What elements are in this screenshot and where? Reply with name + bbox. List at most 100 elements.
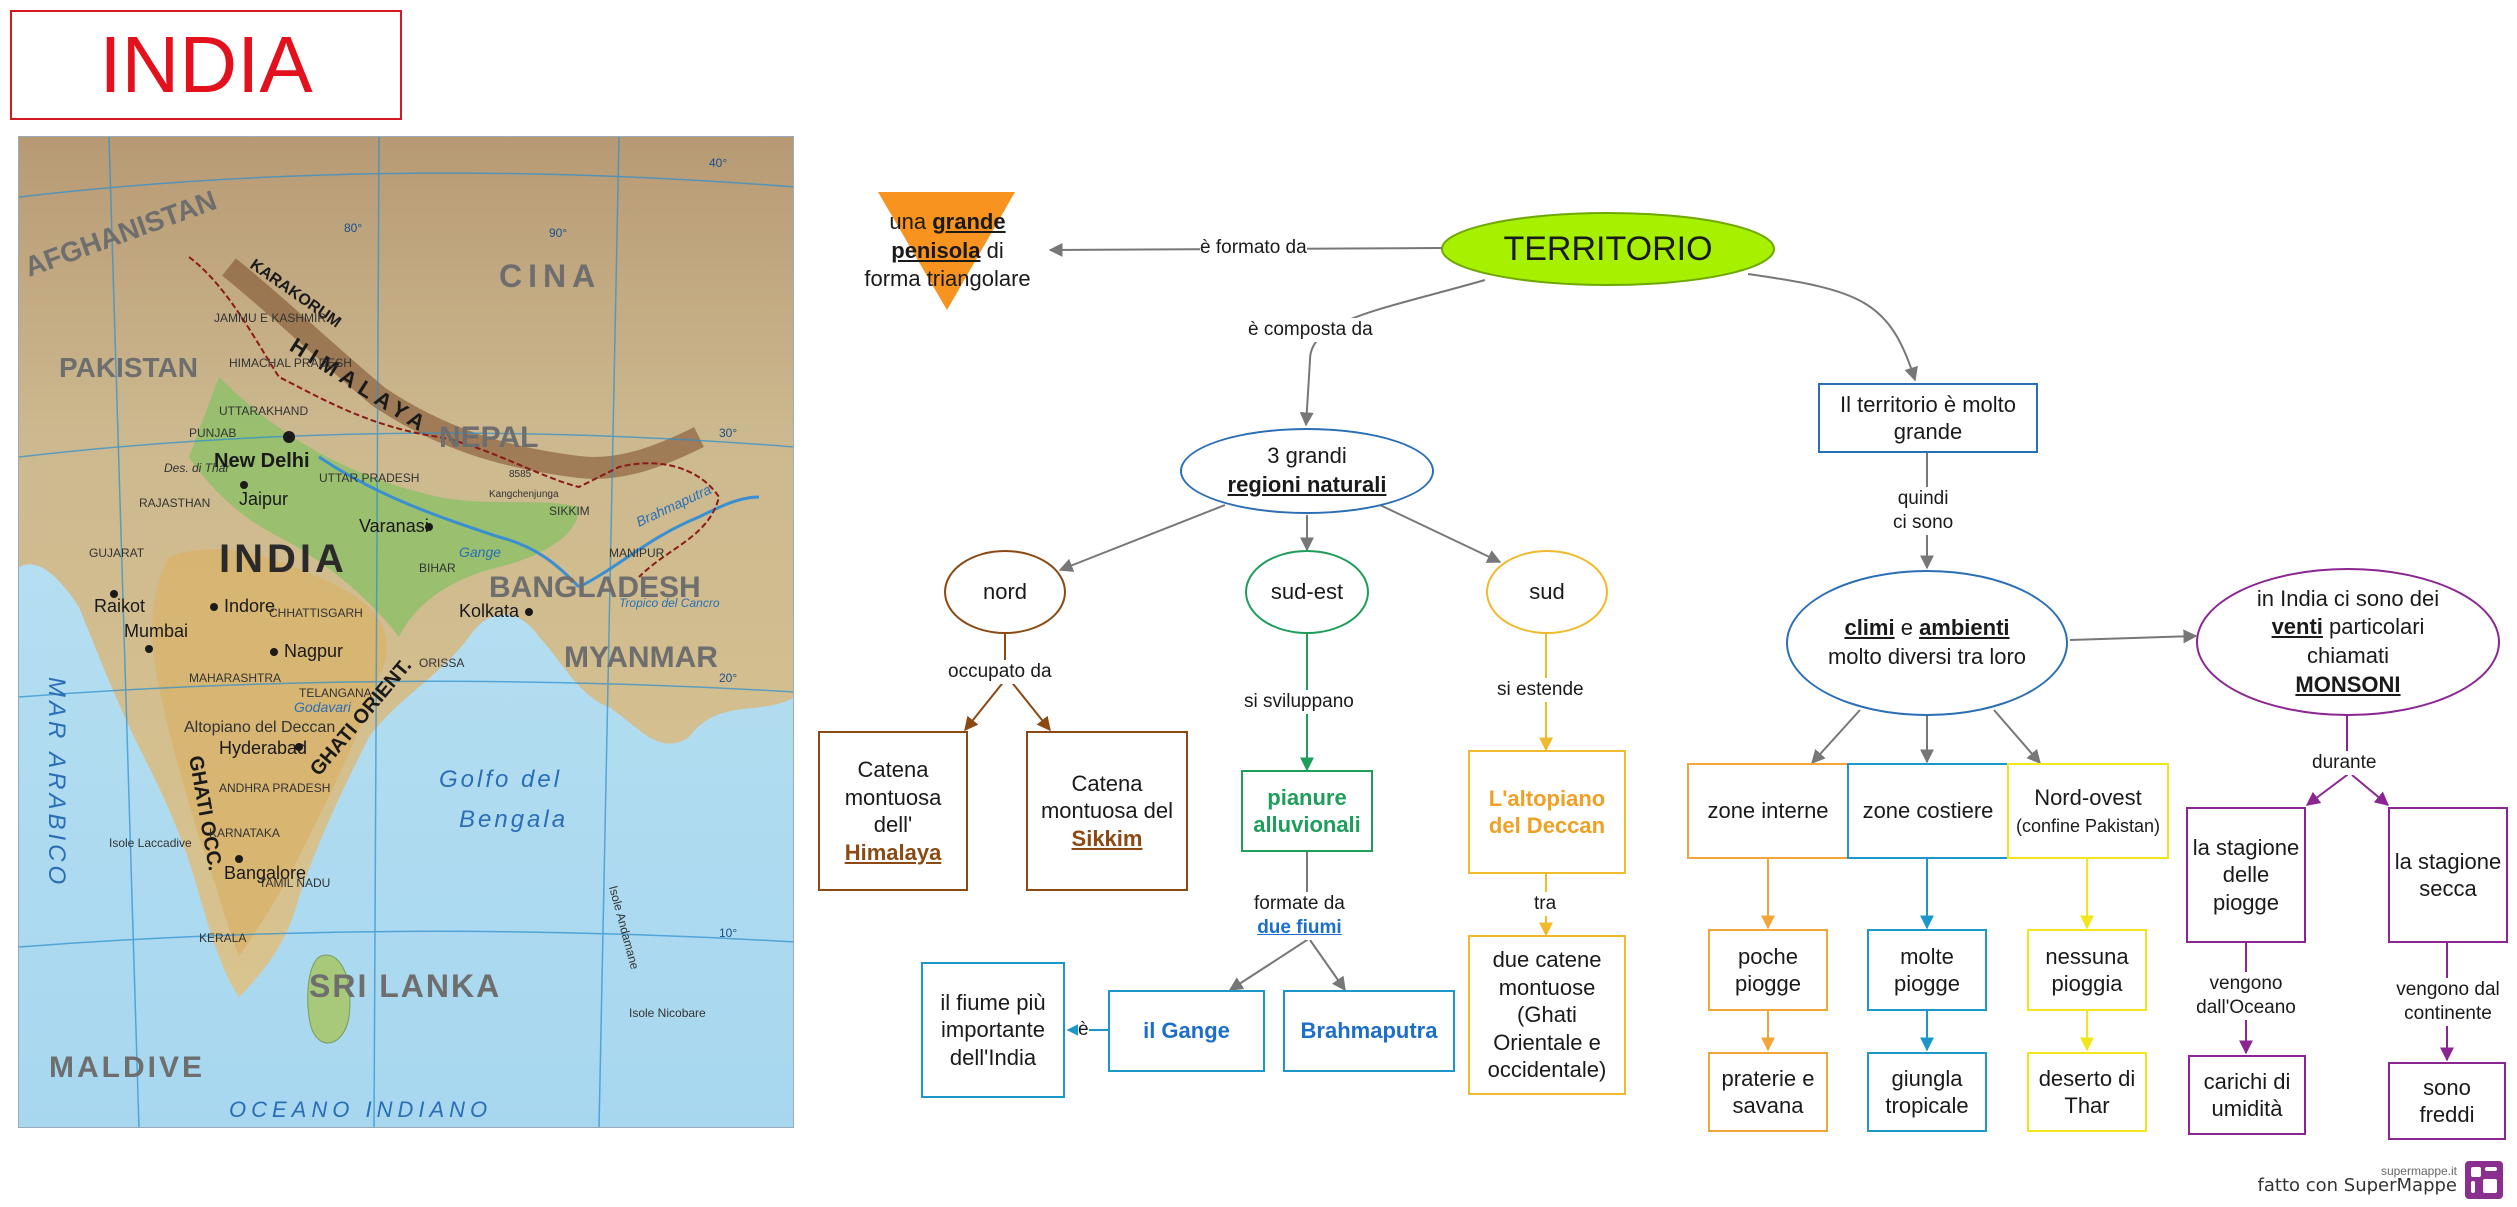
map-river-gange: Gange xyxy=(459,544,501,560)
graticule xyxy=(19,137,793,1127)
node-himalaya: Catena montuosa dell'Himalaya xyxy=(818,731,968,891)
node-praterie-savana: praterie e savana xyxy=(1708,1052,1828,1132)
map-city-hyderabad: Hyderabad xyxy=(219,738,307,758)
map-label-tamilnadu: TAMIL NADU xyxy=(259,876,330,890)
node-nord-ovest: Nord-ovest(confine Pakistan) xyxy=(2007,763,2169,859)
link-durante: durante xyxy=(2312,751,2377,775)
map-water-bengala: Bengala xyxy=(459,806,568,833)
node-deserto-thar: deserto di Thar xyxy=(2027,1052,2147,1132)
map-label-sri-lanka: SRI LANKA xyxy=(309,968,501,1004)
map-label-8585: 8585 xyxy=(509,469,532,480)
map-label-karnataka: KARNATAKA xyxy=(209,826,280,840)
map-water-golfo: Golfo del xyxy=(439,766,562,793)
city-dot-newdelhi xyxy=(283,431,295,443)
node-nessuna-pioggia: nessuna pioggia xyxy=(2027,929,2147,1011)
footer-credit[interactable]: supermappe.it fatto con SuperMappe xyxy=(2258,1161,2503,1199)
map-label-bihar: BIHAR xyxy=(419,561,456,575)
link-composta-da: è composta da xyxy=(1248,318,1373,342)
link-si-estende: si estende xyxy=(1497,678,1584,702)
supermappe-logo-icon xyxy=(2465,1161,2503,1199)
map-label-uttarakhand: UTTARAKHAND xyxy=(219,404,308,418)
node-fiume-importante: il fiume più importante dell'India xyxy=(921,962,1065,1098)
map-city-nagpur: Nagpur xyxy=(284,641,343,661)
map-label-india: INDIA xyxy=(219,537,348,581)
node-deccan: L'altopiano del Deccan xyxy=(1468,750,1626,874)
map-degree-10: 10° xyxy=(719,926,737,940)
brahmaputra-river xyxy=(578,495,760,589)
map-label-hp: HIMACHAL PRADESH xyxy=(229,356,352,370)
map-label-pakistan: PAKISTAN xyxy=(59,352,198,383)
node-sud-est: sud-est xyxy=(1245,550,1369,634)
map-water-oceano: OCEANO INDIANO xyxy=(229,1097,492,1122)
map-label-nepal: NEPAL xyxy=(439,421,538,454)
map-city-raikot: Raikot xyxy=(94,596,145,616)
footer-text: fatto con SuperMappe xyxy=(2257,1175,2457,1196)
map-label-laccadive: Isole Laccadive xyxy=(109,836,192,850)
map-label-kangchenjunga: Kangchenjunga xyxy=(489,489,559,500)
map-label-cina: CINA xyxy=(499,258,601,294)
node-zone-interne: zone interne xyxy=(1687,763,1849,859)
india-border xyxy=(188,256,721,578)
node-pianure-alluvionali: pianure alluvionali xyxy=(1241,770,1373,852)
node-zone-costiere: zone costiere xyxy=(1847,763,2009,859)
link-vengono-continente: vengono dal continente xyxy=(2380,978,2516,1026)
map-label-thar: Des. di Thar xyxy=(164,461,230,475)
map-degree-20: 20° xyxy=(719,671,737,685)
map-label-punjab: PUNJAB xyxy=(189,426,236,440)
node-territorio: TERRITORIO xyxy=(1503,229,1713,268)
map-label-maharashtra: MAHARASHTRA xyxy=(189,671,281,685)
node-catene-ghati: due catene montuose (Ghati Orientale e o… xyxy=(1468,935,1626,1095)
node-giungla-tropicale: giungla tropicale xyxy=(1867,1052,1987,1132)
map-label-chhattisgarh: CHHATTISGARH xyxy=(269,606,363,620)
map-label-myanmar: MYANMAR xyxy=(564,641,718,674)
map-city-kolkata: Kolkata xyxy=(459,601,520,621)
map-label-telangana: TELANGANA xyxy=(299,686,372,700)
node-monsoni: in India ci sono dei venti particolari c… xyxy=(2196,568,2500,716)
map-water-mar-arabico: MAR ARABICO xyxy=(43,677,70,888)
map-city-indore: Indore xyxy=(224,596,275,616)
india-physical-map: AFGHANISTAN PAKISTAN CINA NEPAL BANGLADE… xyxy=(18,136,794,1128)
map-label-gujarat: GUJARAT xyxy=(89,546,145,560)
city-dot-mumbai xyxy=(145,645,153,653)
node-peninsula: una grande penisola di forma triangolare xyxy=(864,209,1031,292)
node-poche-piogge: poche piogge xyxy=(1708,929,1828,1011)
map-city-newdelhi: New Delhi xyxy=(214,450,310,472)
map-river-godavari: Godavari xyxy=(294,699,352,715)
map-label-tropico: Tropico del Cancro xyxy=(619,596,720,610)
map-label-maldive: MALDIVE xyxy=(49,1051,205,1084)
map-label-orissa: ORISSA xyxy=(419,656,464,670)
node-carichi-umidita: carichi di umidità xyxy=(2188,1055,2306,1135)
map-city-jaipur: Jaipur xyxy=(239,489,288,509)
map-degree-40: 40° xyxy=(709,156,727,170)
map-degree-30: 30° xyxy=(719,426,737,440)
node-stagione-piogge: la stagione delle piogge xyxy=(2186,807,2306,943)
node-gange: il Gange xyxy=(1108,990,1265,1072)
node-molte-piogge: molte piogge xyxy=(1867,929,1987,1011)
sri-lanka-island xyxy=(307,954,351,1044)
map-label-kerala: KERALA xyxy=(199,931,246,945)
node-sud: sud xyxy=(1486,550,1608,634)
gange-river xyxy=(318,455,581,589)
node-territorio-grande: Il territorio è molto grande xyxy=(1818,383,2038,453)
map-label-andhra: ANDHRA PRADESH xyxy=(219,781,330,795)
link-tra: tra xyxy=(1534,892,1557,916)
node-brahmaputra: Brahmaputra xyxy=(1283,990,1455,1072)
link-e: è xyxy=(1078,1018,1089,1042)
map-label-bangladesh: BANGLADESH xyxy=(489,571,701,604)
map-city-varanasi: Varanasi xyxy=(359,516,429,536)
map-city-mumbai: Mumbai xyxy=(124,621,188,641)
map-label-deccan: Altopiano del Deccan xyxy=(184,719,335,736)
map-label-manipur: MANIPUR xyxy=(609,546,665,560)
map-label-rajastan: RAJASTHAN xyxy=(139,496,210,510)
city-dot-varanasi xyxy=(425,523,433,531)
map-label-jk: JAMMU E KASHMIR xyxy=(214,311,326,325)
link-vengono-oceano: vengono dall'Oceano xyxy=(2185,972,2307,1020)
map-label-sikkim: SIKKIM xyxy=(549,504,590,518)
node-nord: nord xyxy=(944,550,1066,634)
map-degree-80: 80° xyxy=(344,221,362,235)
link-formato-da: è formato da xyxy=(1200,236,1307,260)
city-dot-kolkata xyxy=(525,608,533,616)
node-stagione-secca: la stagione secca xyxy=(2388,807,2508,943)
